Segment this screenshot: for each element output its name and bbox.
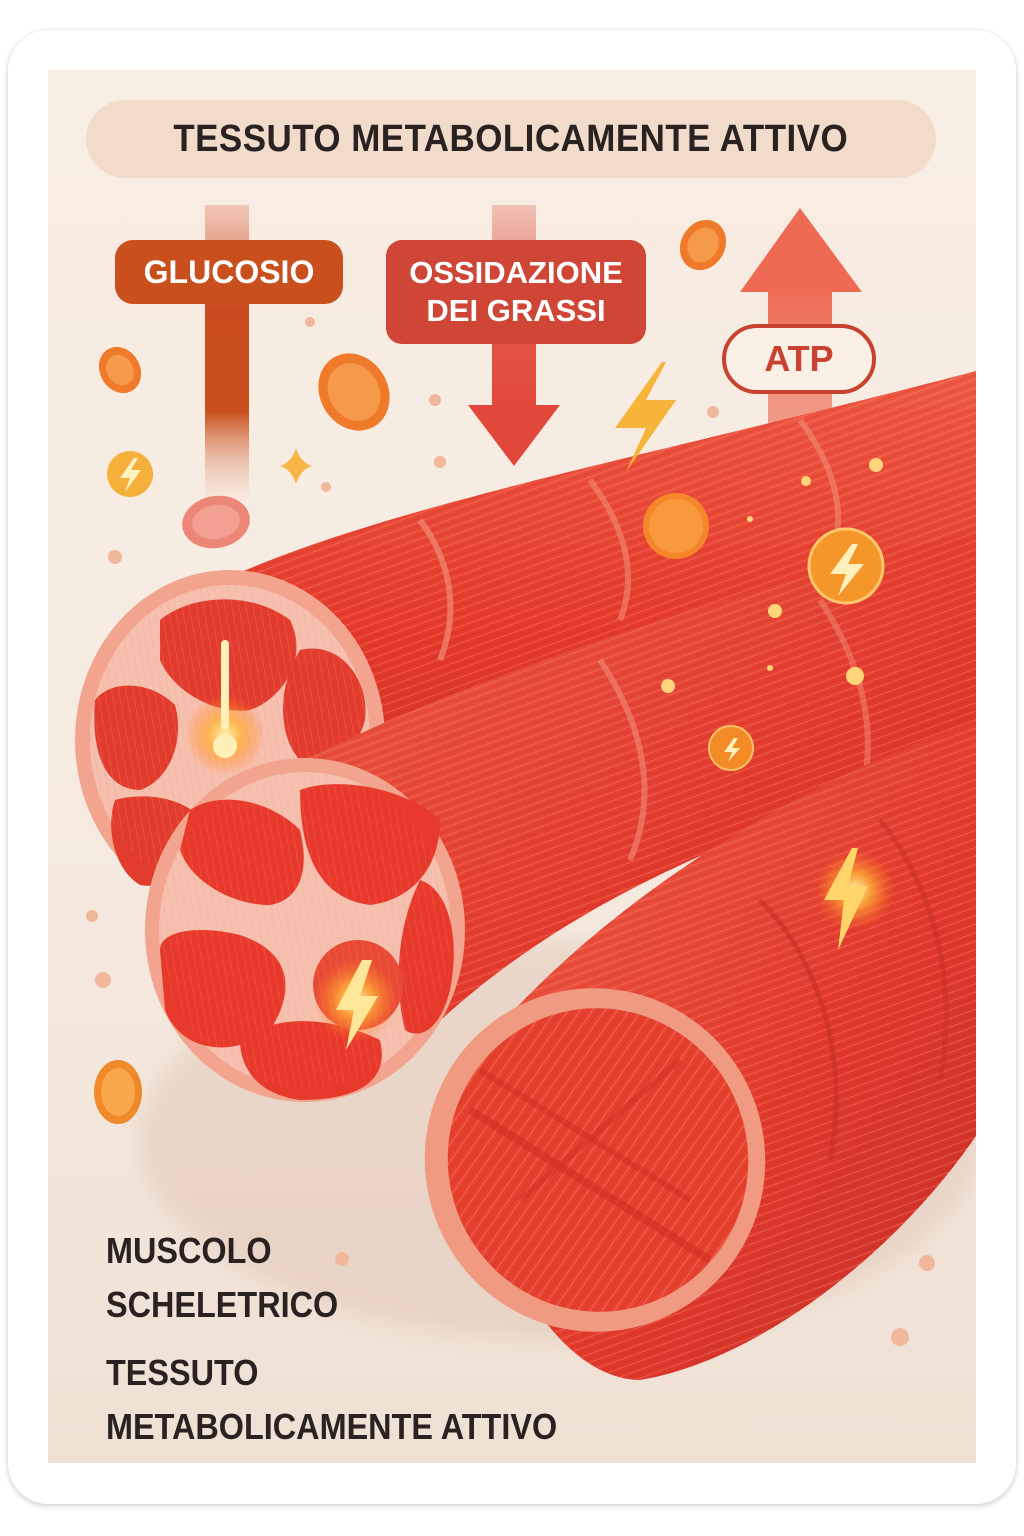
- lightning-bolt-icon: [815, 848, 895, 950]
- caption-secondary: TESSUTO METABOLICAMENTE ATTIVO: [106, 1346, 557, 1454]
- muscle-cross-section-2: [145, 758, 465, 1102]
- energy-particle-icon: [86, 317, 935, 1346]
- mitochondria-icon: [679, 219, 727, 271]
- muscle-cross-section-3: [424, 988, 766, 1332]
- caption-primary: MUSCOLO SCHELETRICO: [106, 1224, 338, 1332]
- atp-label: ATP: [722, 324, 876, 394]
- caption-secondary-line-1: TESSUTO: [106, 1352, 259, 1393]
- mitochondria-icon: [98, 346, 142, 394]
- fat-oxidation-label: OSSIDAZIONE DEI GRASSI: [386, 240, 646, 344]
- atp-label-text: ATP: [764, 338, 834, 379]
- caption-primary-line-1: MUSCOLO: [106, 1230, 272, 1271]
- sparkle-icon: [280, 448, 312, 484]
- mitochondria-icon: [182, 495, 250, 549]
- fat-oxidation-label-line-2: DEI GRASSI: [426, 293, 606, 328]
- title-banner: TESSUTO METABOLICAMENTE ATTIVO: [86, 100, 936, 178]
- lightning-bolt-icon: [336, 960, 378, 1050]
- page-title: TESSUTO METABOLICAMENTE ATTIVO: [173, 117, 849, 160]
- caption-primary-line-2: SCHELETRICO: [106, 1284, 339, 1325]
- lightning-bolt-icon: [708, 725, 754, 771]
- energy-particle-icon: [661, 458, 883, 693]
- lightning-bolt-icon: [615, 362, 676, 472]
- mitochondria-icon: [318, 353, 390, 431]
- fat-oxidation-label-line-1: OSSIDAZIONE: [409, 255, 623, 290]
- caption-secondary-line-2: METABOLICAMENTE ATTIVO: [106, 1406, 558, 1447]
- glucose-label-text: GLUCOSIO: [143, 253, 315, 290]
- glucose-label: GLUCOSIO: [115, 240, 343, 304]
- mitochondria-icon: [94, 1060, 142, 1124]
- lightning-bolt-icon: [807, 527, 885, 605]
- mitochondria-icon: [643, 493, 709, 559]
- lightning-bolt-icon: [107, 451, 153, 497]
